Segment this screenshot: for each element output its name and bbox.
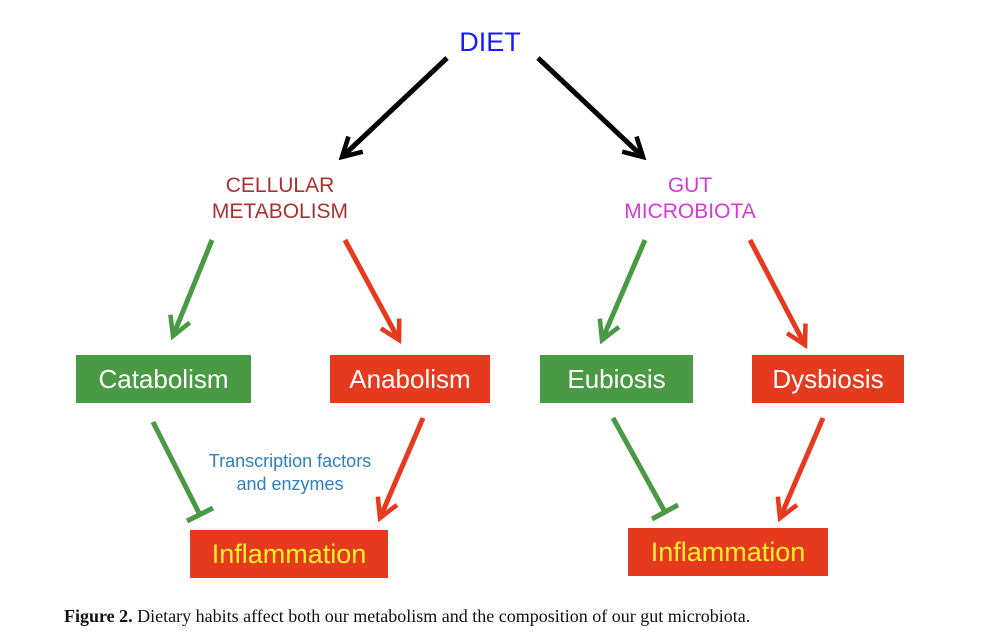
- figure-caption: Figure 2. Dietary habits affect both our…: [64, 606, 750, 627]
- arrow-microbiota-to-eubiosis: [602, 239, 648, 340]
- catabolism-text: Catabolism: [98, 363, 229, 394]
- transcription-factors-annotation: Transcription factors and enzymes: [208, 451, 372, 494]
- eubiosis-text: Eubiosis: [567, 363, 666, 394]
- arrow-dysbiosis-to-inflammation: [780, 417, 826, 518]
- inhibit-bar-right: [650, 502, 680, 522]
- arrow-diet-to-microbiota: [536, 56, 643, 157]
- arrow-anabolism-to-inflammation: [380, 417, 426, 518]
- arrow-diet-to-cellular: [342, 56, 449, 157]
- inflammation-left-box: Inflammation: [190, 530, 388, 578]
- cellular-metabolism-label: CELLULAR METABOLISM: [211, 174, 349, 224]
- figure-caption-label: Figure 2.: [64, 606, 133, 626]
- inhibit-bar-left: [185, 505, 215, 524]
- dysbiosis-box: Dysbiosis: [752, 355, 904, 403]
- arrow-cellular-to-anabolism: [342, 238, 399, 340]
- inflammation-right-text: Inflammation: [650, 536, 806, 567]
- diet-label: DIET: [459, 27, 521, 57]
- inflammation-left-text: Inflammation: [211, 538, 367, 569]
- gut-microbiota-label: GUT MICROBIOTA: [624, 174, 756, 224]
- inflammation-right-box: Inflammation: [628, 528, 828, 576]
- inhibit-catabolism-to-inflammation: [150, 420, 203, 517]
- dysbiosis-text: Dysbiosis: [772, 363, 884, 394]
- catabolism-box: Catabolism: [76, 355, 251, 403]
- arrow-microbiota-to-dysbiosis: [747, 238, 805, 345]
- anabolism-box: Anabolism: [330, 355, 490, 403]
- inhibit-eubiosis-to-inflammation: [610, 416, 668, 514]
- figure-caption-text: Dietary habits affect both our metabolis…: [137, 606, 751, 626]
- arrow-cellular-to-catabolism: [173, 239, 215, 336]
- anabolism-text: Anabolism: [349, 363, 471, 394]
- eubiosis-box: Eubiosis: [540, 355, 693, 403]
